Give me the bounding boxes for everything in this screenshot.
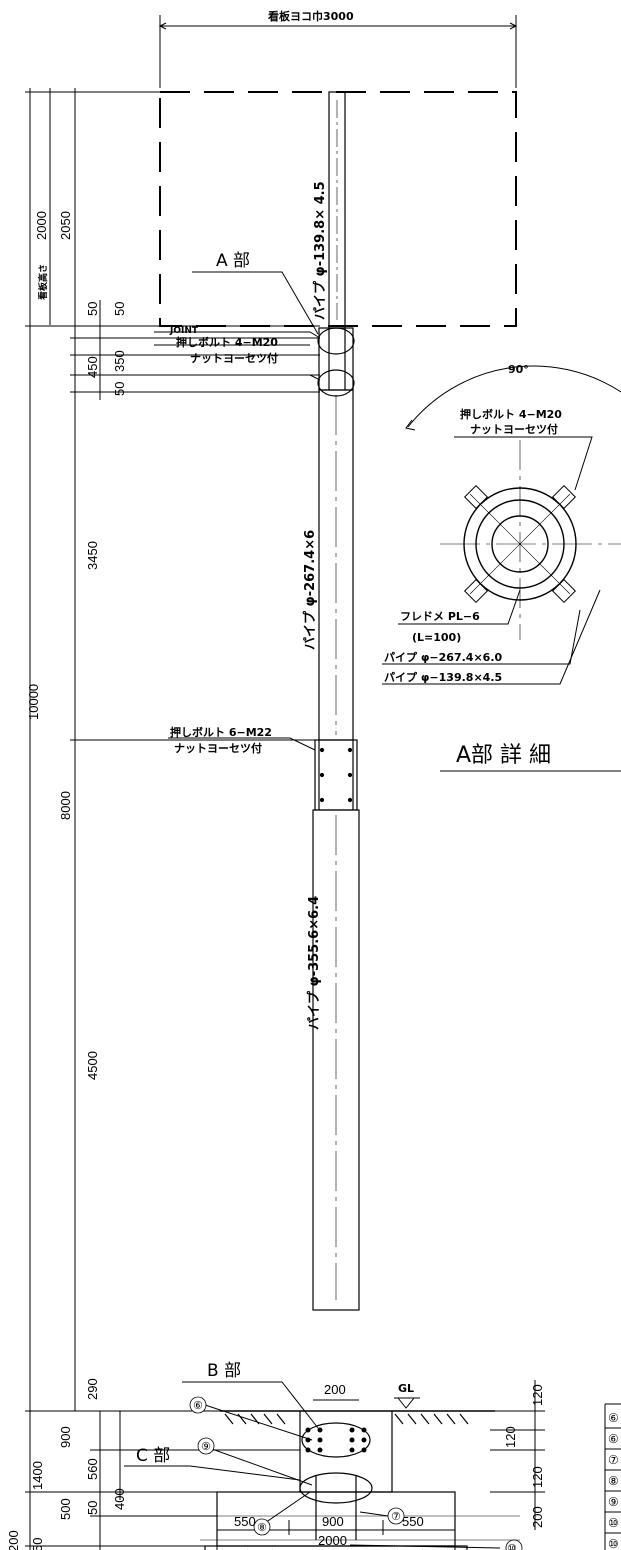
signboard-height-label: 看板高さ (37, 264, 49, 300)
dim-550-right: 550 (402, 1514, 424, 1529)
signboard-outline (159, 91, 517, 327)
marker-10: ⑩ (507, 1542, 517, 1550)
detail-pipe1-label: パイプ φ−267.4×6.0 (384, 650, 502, 664)
pole-middle (318, 389, 354, 741)
angle-label: 90° (508, 363, 529, 376)
leaders (124, 271, 501, 1549)
dim-290: 290 (85, 1378, 100, 1400)
marker-8: ⑧ (257, 1521, 267, 1534)
parts-table (604, 1403, 621, 1550)
parts-table-cell: ⑦ (608, 1453, 619, 1467)
dim-2000-base: 2000 (318, 1533, 347, 1548)
fladme-length: (L=100) (412, 631, 461, 644)
dim-1400: 1400 (30, 1461, 45, 1490)
fladme-label: フレドメ PL−6 (400, 610, 480, 623)
dim-120-c: 120 (530, 1466, 545, 1488)
pole-bottom (312, 809, 360, 1311)
dim-200: 200 (6, 1530, 21, 1550)
pipe-bottom-label: パイプ φ-355.6×6.4 (307, 896, 322, 1030)
gl-label: GL (398, 1382, 414, 1395)
vertical-dimension-lines (25, 88, 320, 1550)
pipe-top-label: パイプ φ-139.8× 4.5 (313, 181, 328, 320)
dim-400: 400 (112, 1488, 127, 1510)
dim-2000: 2000 (34, 211, 49, 240)
parts-table-cell: ⑨ (608, 1495, 619, 1509)
dim-50-c: 50 (112, 382, 127, 396)
signboard-width-label: 看板ヨコ巾3000 (268, 9, 354, 23)
parts-table-cell: ⑩ (608, 1537, 619, 1550)
dim-50-a: 50 (85, 302, 100, 316)
pole-top (328, 91, 346, 329)
dim-10000: 10000 (26, 684, 41, 720)
foundation-right-dimension (490, 1380, 545, 1530)
parts-table-cell: ⑩ (608, 1516, 619, 1530)
dim-50-e: 50 (30, 1538, 45, 1550)
dim-900-base: 900 (322, 1514, 344, 1529)
markers (189, 1396, 523, 1550)
parts-table-cell: ⑥ (608, 1432, 619, 1446)
part-c-label: C 部 (136, 1446, 170, 1466)
part-b-label: B 部 (207, 1361, 241, 1381)
dim-50-d: 50 (85, 1501, 100, 1515)
detail-nut-label: ナットヨーセツ付 (470, 422, 558, 436)
dim-4500: 4500 (85, 1051, 100, 1080)
bolt-b-label: 押しボルト 6−M22 (170, 725, 272, 739)
ground-and-foundation (200, 1410, 520, 1550)
dim-900: 900 (58, 1426, 73, 1448)
dim-560: 560 (85, 1458, 100, 1480)
marker-6: ⑥ (193, 1399, 203, 1412)
parts-table-cells: ⑥ ⑥ ⑦ ⑧ ⑨ ⑩ ⑩ (608, 1411, 619, 1550)
marker-7: ⑦ (391, 1510, 401, 1523)
dim-550-left: 550 (234, 1514, 256, 1529)
joint-label: JOINT (169, 326, 199, 336)
pole-sleeve-joint (314, 739, 358, 811)
signboard-width-dimension (158, 15, 518, 88)
parts-table-cell: ⑥ (608, 1411, 619, 1425)
detail-pipe2-label: パイプ φ−139.8×4.5 (384, 670, 502, 684)
part-a-label: A 部 (216, 251, 250, 271)
dim-8000: 8000 (58, 791, 73, 820)
nut-a-label: ナットヨーセツ付 (190, 351, 278, 365)
detail-bolt-label: 押しボルト 4−M20 (460, 407, 562, 421)
dim-50-b: 50 (112, 302, 127, 316)
detail-a-view (382, 365, 621, 772)
bolt-a-label: 押しボルト 4−M20 (176, 335, 278, 349)
anchor-bolts (305, 1427, 367, 1453)
dim-3450: 3450 (85, 541, 100, 570)
dim-200-pole: 200 (324, 1382, 346, 1397)
dim-500: 500 (58, 1498, 73, 1520)
dim-350: 350 (112, 350, 127, 372)
dim-200-c: 200 (530, 1506, 545, 1528)
dim-2050: 2050 (58, 211, 73, 240)
dim-120-b: 120 (503, 1426, 518, 1448)
detail-a-title: A部 詳 細 (456, 743, 551, 768)
gl-symbol (394, 1397, 420, 1409)
parts-table-cell: ⑧ (608, 1474, 619, 1488)
marker-9: ⑨ (201, 1440, 211, 1453)
dim-120-a: 120 (530, 1384, 545, 1406)
nut-b-label: ナットヨーセツ付 (174, 741, 262, 755)
dim-450: 450 (85, 356, 100, 378)
pipe-mid-label: パイプ φ-267.4×6 (303, 530, 318, 650)
pole-joint (317, 327, 355, 397)
